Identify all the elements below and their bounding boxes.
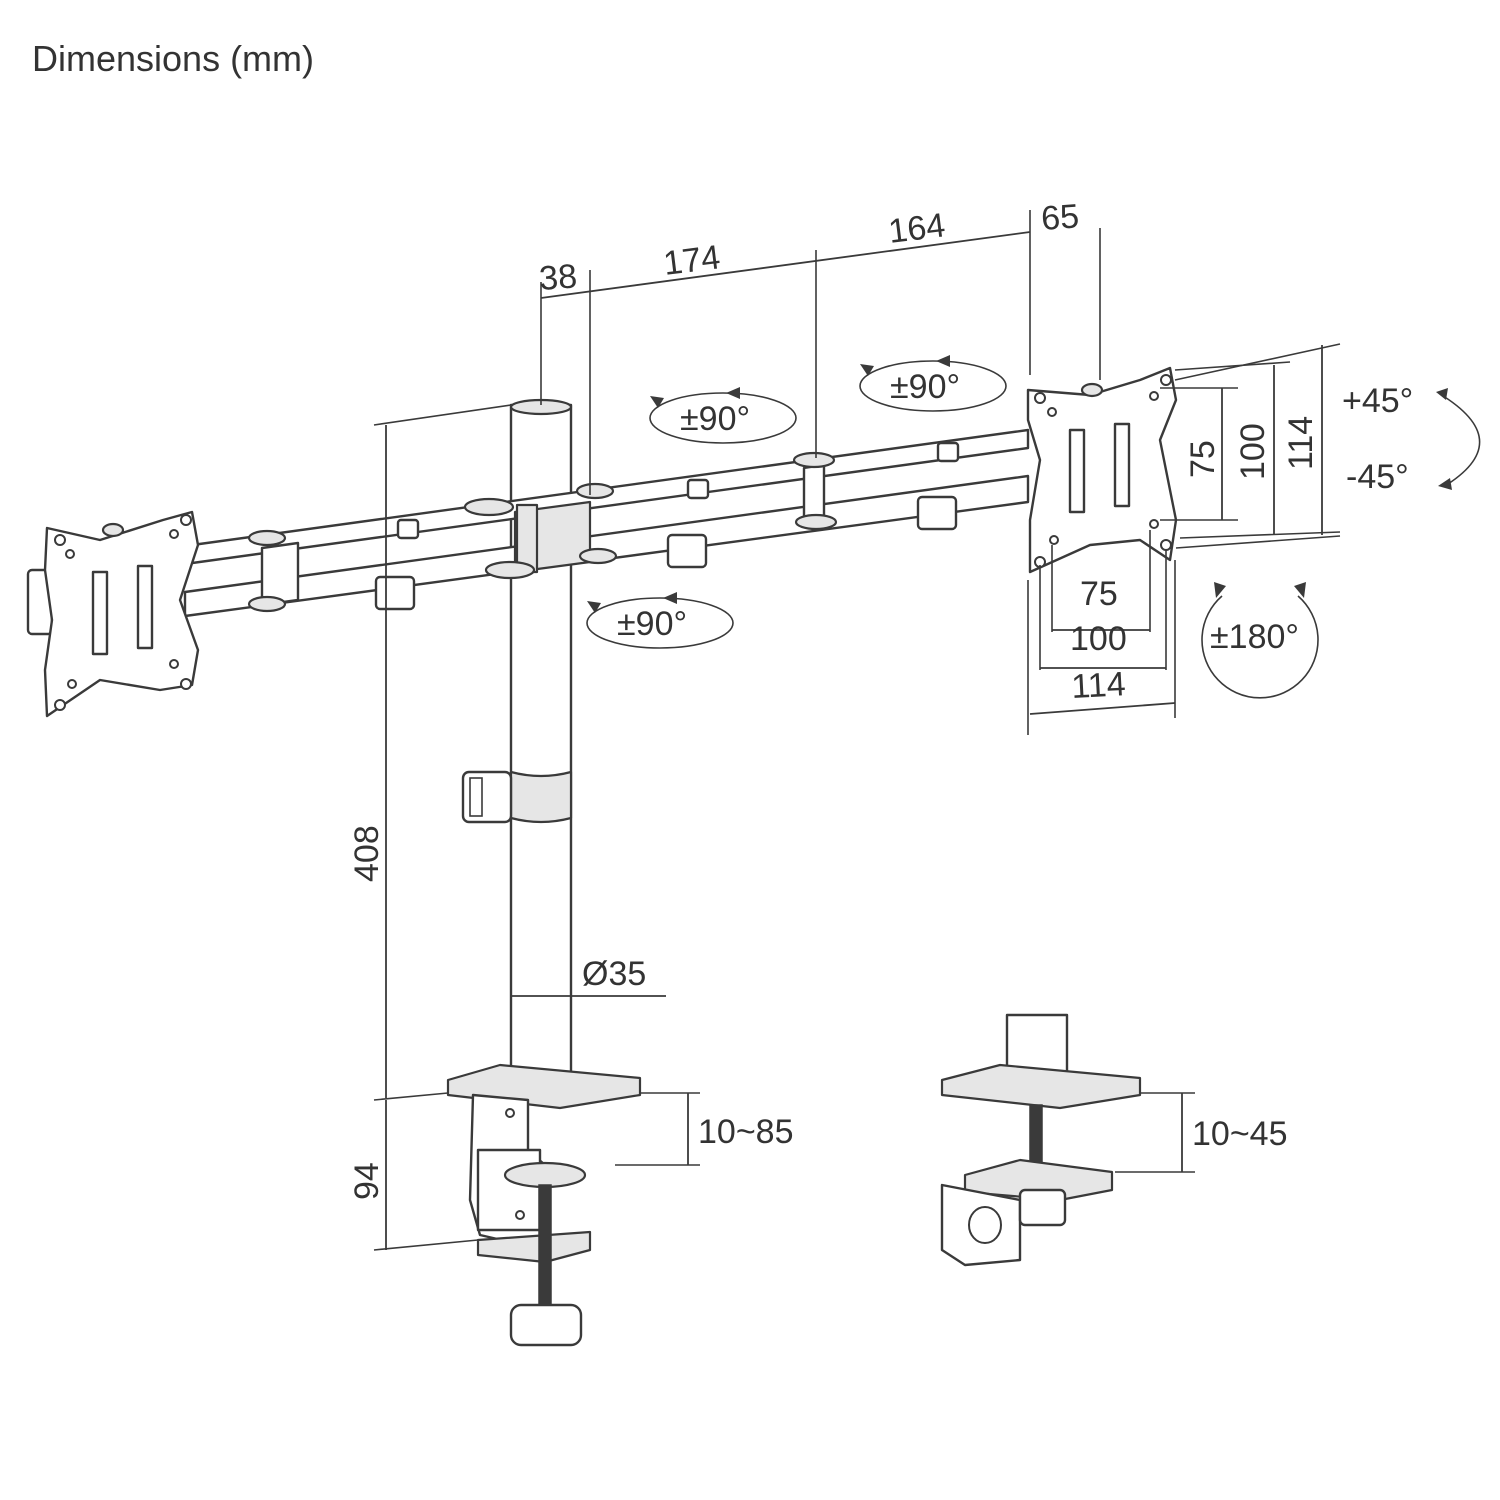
dim-vesa-v-75: 75 <box>1184 440 1222 478</box>
dimension-labels: 38 174 164 65 408 94 Ø35 10~85 10~45 75 … <box>348 197 1320 1200</box>
rotation-labels: ±90° ±90° ±90° +45° -45° ±180° <box>617 368 1413 656</box>
dim-vesa-v-100: 100 <box>1234 423 1272 480</box>
rotation-label: ±180° <box>1210 618 1299 656</box>
tilt-up-label: +45° <box>1342 382 1413 420</box>
dim-408: 408 <box>348 825 386 882</box>
dim-174: 174 <box>661 238 722 283</box>
swivel-label-1: ±90° <box>680 400 750 438</box>
right-vesa-plate <box>1026 366 1178 574</box>
rotation-indicators <box>586 355 1481 699</box>
dim-vesa-h-100: 100 <box>1070 620 1127 658</box>
swivel-label-3: ±90° <box>617 605 687 643</box>
dim-vesa-v-114: 114 <box>1282 416 1320 470</box>
dim-grommet-range: 10~45 <box>1192 1115 1288 1153</box>
dim-pole-diameter: Ø35 <box>582 955 646 993</box>
left-vesa-plate <box>26 510 200 718</box>
dim-164: 164 <box>886 206 947 251</box>
tilt-down-label: -45° <box>1346 458 1409 496</box>
dim-65: 65 <box>1040 197 1080 238</box>
page-title: Dimensions (mm) <box>32 38 315 79</box>
dim-vesa-h-114: 114 <box>1070 665 1126 706</box>
dim-38: 38 <box>538 257 578 298</box>
swivel-label-2: ±90° <box>890 368 960 406</box>
dim-vesa-h-75: 75 <box>1080 575 1118 613</box>
arm-assembly <box>183 428 1030 618</box>
dim-clamp-range: 10~85 <box>698 1113 794 1151</box>
grommet-base <box>940 1013 1142 1267</box>
dim-94: 94 <box>348 1162 386 1200</box>
c-clamp <box>446 1063 642 1347</box>
dimension-lines <box>373 210 1341 1251</box>
